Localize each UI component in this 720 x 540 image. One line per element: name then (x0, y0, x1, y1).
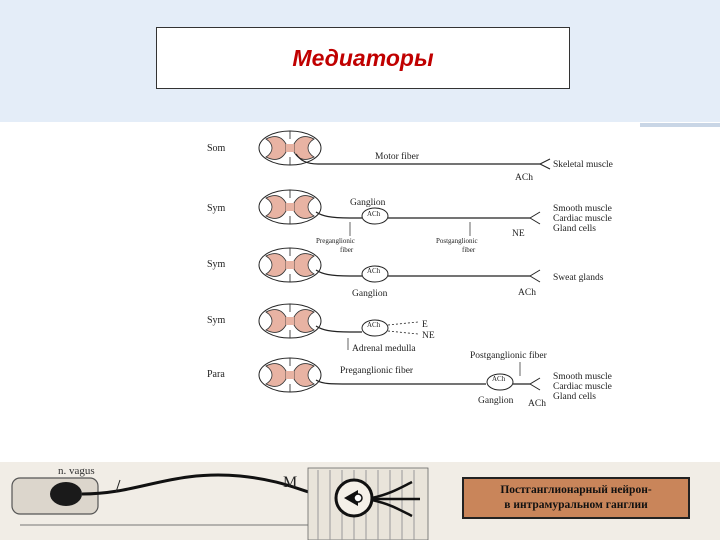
sympathetic-pathway-adrenal: ACh E NE Adrenal medulla (315, 319, 435, 354)
spinal-cord-para (258, 357, 322, 393)
ach-label-2: ACh (518, 288, 536, 298)
ach-label-para: ACh (528, 399, 546, 409)
motor-fiber-label: Motor fiber (375, 151, 420, 162)
cardiac-muscle-label-1: Cardiac muscle (553, 214, 612, 224)
row-label-para: Para (207, 369, 225, 380)
spinal-cord-som (258, 130, 322, 166)
page-title: Медиаторы (292, 44, 434, 71)
caption-line-1: Постганглионарный нейрон- (500, 484, 652, 496)
ach-ganglion-label-2: ACh (367, 267, 381, 275)
spinal-cord-sym-3 (258, 303, 322, 339)
postganglionic-fiber-label: Postganglionic fiber (470, 350, 548, 361)
ach-ganglion-label-3: ACh (367, 321, 381, 329)
row-label-som: Som (207, 143, 226, 154)
gland-cells-label-1: Gland cells (553, 224, 596, 234)
title-box: Медиаторы (156, 27, 570, 89)
spinal-cord-sym-1 (258, 189, 322, 225)
bottom-caption: Постганглионарный нейрон- в интрамуральн… (462, 477, 690, 519)
caption-line-2: в интрамуральном ганглии (504, 499, 648, 511)
postganglionic-label-l2: fiber (462, 246, 476, 254)
sympathetic-pathway-2: ACh Ganglion ACh Sweat glands (315, 265, 604, 299)
sweat-glands-label: Sweat glands (553, 273, 604, 283)
preganglionic-label-l1: Preganglionic (316, 237, 355, 245)
preganglionic-label-l2: fiber (340, 246, 354, 254)
somatic-pathway: Motor fiber Skeletal muscle ACh (295, 151, 613, 183)
ach-ganglion-label-para: ACh (492, 375, 506, 383)
postganglionic-label-l1: Postganglionic (436, 237, 478, 245)
ne-label-2: NE (422, 331, 435, 341)
preganglionic-fiber-label: Preganglionic fiber (340, 365, 414, 376)
row-label-sym-1: Sym (207, 203, 226, 214)
smooth-muscle-label-1: Smooth muscle (553, 204, 612, 214)
parasympathetic-pathway: ACh Preganglionic fiber Postganglionic f… (315, 350, 612, 409)
spinal-cord-sym-2 (258, 247, 322, 283)
header-divider (640, 123, 720, 127)
skeletal-muscle-label: Skeletal muscle (553, 160, 613, 170)
ne-label-1: NE (512, 229, 525, 239)
ach-label-1: ACh (515, 173, 533, 183)
ganglion-label-para: Ganglion (478, 396, 514, 406)
ganglion-label-2: Ganglion (352, 289, 388, 299)
row-label-sym-2: Sym (207, 259, 226, 270)
smooth-muscle-label-2: Smooth muscle (553, 372, 612, 382)
sympathetic-pathway-1: Ganglion ACh NE Smooth muscle Cardiac mu… (315, 198, 612, 254)
e-label: E (422, 320, 428, 330)
gland-cells-label-2: Gland cells (553, 392, 596, 402)
adrenal-medulla-label: Adrenal medulla (352, 344, 416, 354)
cardiac-muscle-label-2: Cardiac muscle (553, 382, 612, 392)
row-label-sym-3: Sym (207, 315, 226, 326)
ganglion-label-1: Ganglion (350, 198, 386, 208)
ach-ganglion-label-1: ACh (367, 210, 381, 218)
